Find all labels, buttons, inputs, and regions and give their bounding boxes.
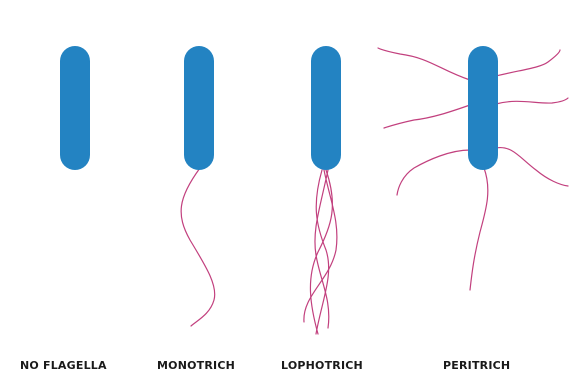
label-lophotrich: LOPHOTRICH <box>281 359 363 372</box>
flagellum <box>397 150 470 195</box>
flagellum <box>496 148 568 186</box>
peritrich-bacterium <box>378 46 568 290</box>
lophotrich-bacterium <box>304 46 341 334</box>
label-monotrich: MONOTRICH <box>157 359 235 372</box>
flagellum <box>181 168 215 326</box>
cell-body <box>184 46 214 170</box>
label-peritrich: PERITRICH <box>443 359 510 372</box>
no-flagella-bacterium <box>60 46 90 170</box>
flagellum <box>496 98 568 104</box>
cell-body <box>468 46 498 170</box>
cell-body <box>311 46 341 170</box>
flagellum <box>378 48 470 80</box>
flagellum <box>384 105 470 128</box>
monotrich-bacterium <box>181 46 215 326</box>
cell-body <box>60 46 90 170</box>
flagellum <box>470 168 488 290</box>
label-no-flagella: NO FLAGELLA <box>20 359 107 372</box>
flagellum <box>496 50 560 76</box>
